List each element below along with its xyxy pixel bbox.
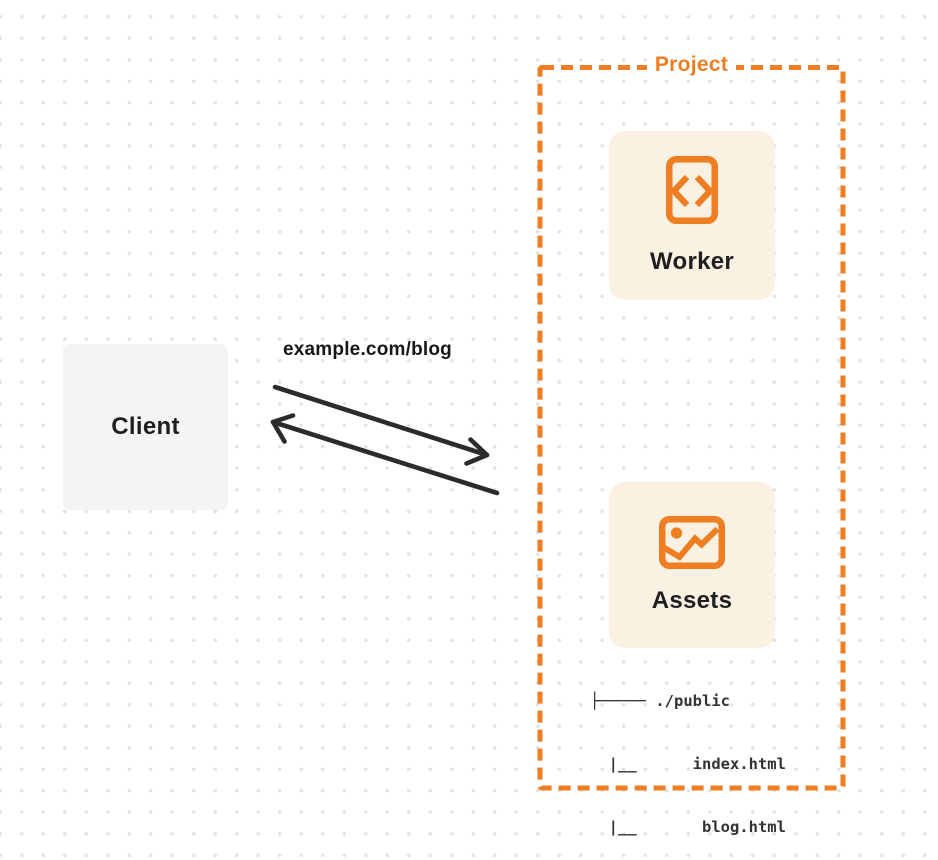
tree-line-index: |__ index.html: [590, 755, 786, 773]
client-label: Client: [111, 413, 180, 440]
request-arrowhead-icon: [464, 437, 490, 466]
project-label: Project: [540, 51, 843, 79]
tree-line-blog: |__ blog.html: [590, 818, 786, 836]
worker-card: Worker: [609, 131, 775, 300]
request-arrow-line: [272, 384, 490, 458]
client-box: Client: [63, 344, 228, 510]
response-arrow-line: [270, 419, 500, 496]
assets-file-tree: ├───── ./public |__ index.html |__ blog.…: [590, 649, 786, 860]
image-icon: [659, 515, 725, 569]
tree-line-public: ├───── ./public: [590, 692, 730, 710]
assets-label: Assets: [651, 586, 733, 614]
assets-card: Assets: [609, 482, 775, 648]
worker-label: Worker: [649, 247, 735, 275]
request-url-label: example.com/blog: [283, 339, 452, 360]
response-arrowhead-icon: [270, 413, 296, 444]
code-file-icon: [666, 155, 718, 224]
